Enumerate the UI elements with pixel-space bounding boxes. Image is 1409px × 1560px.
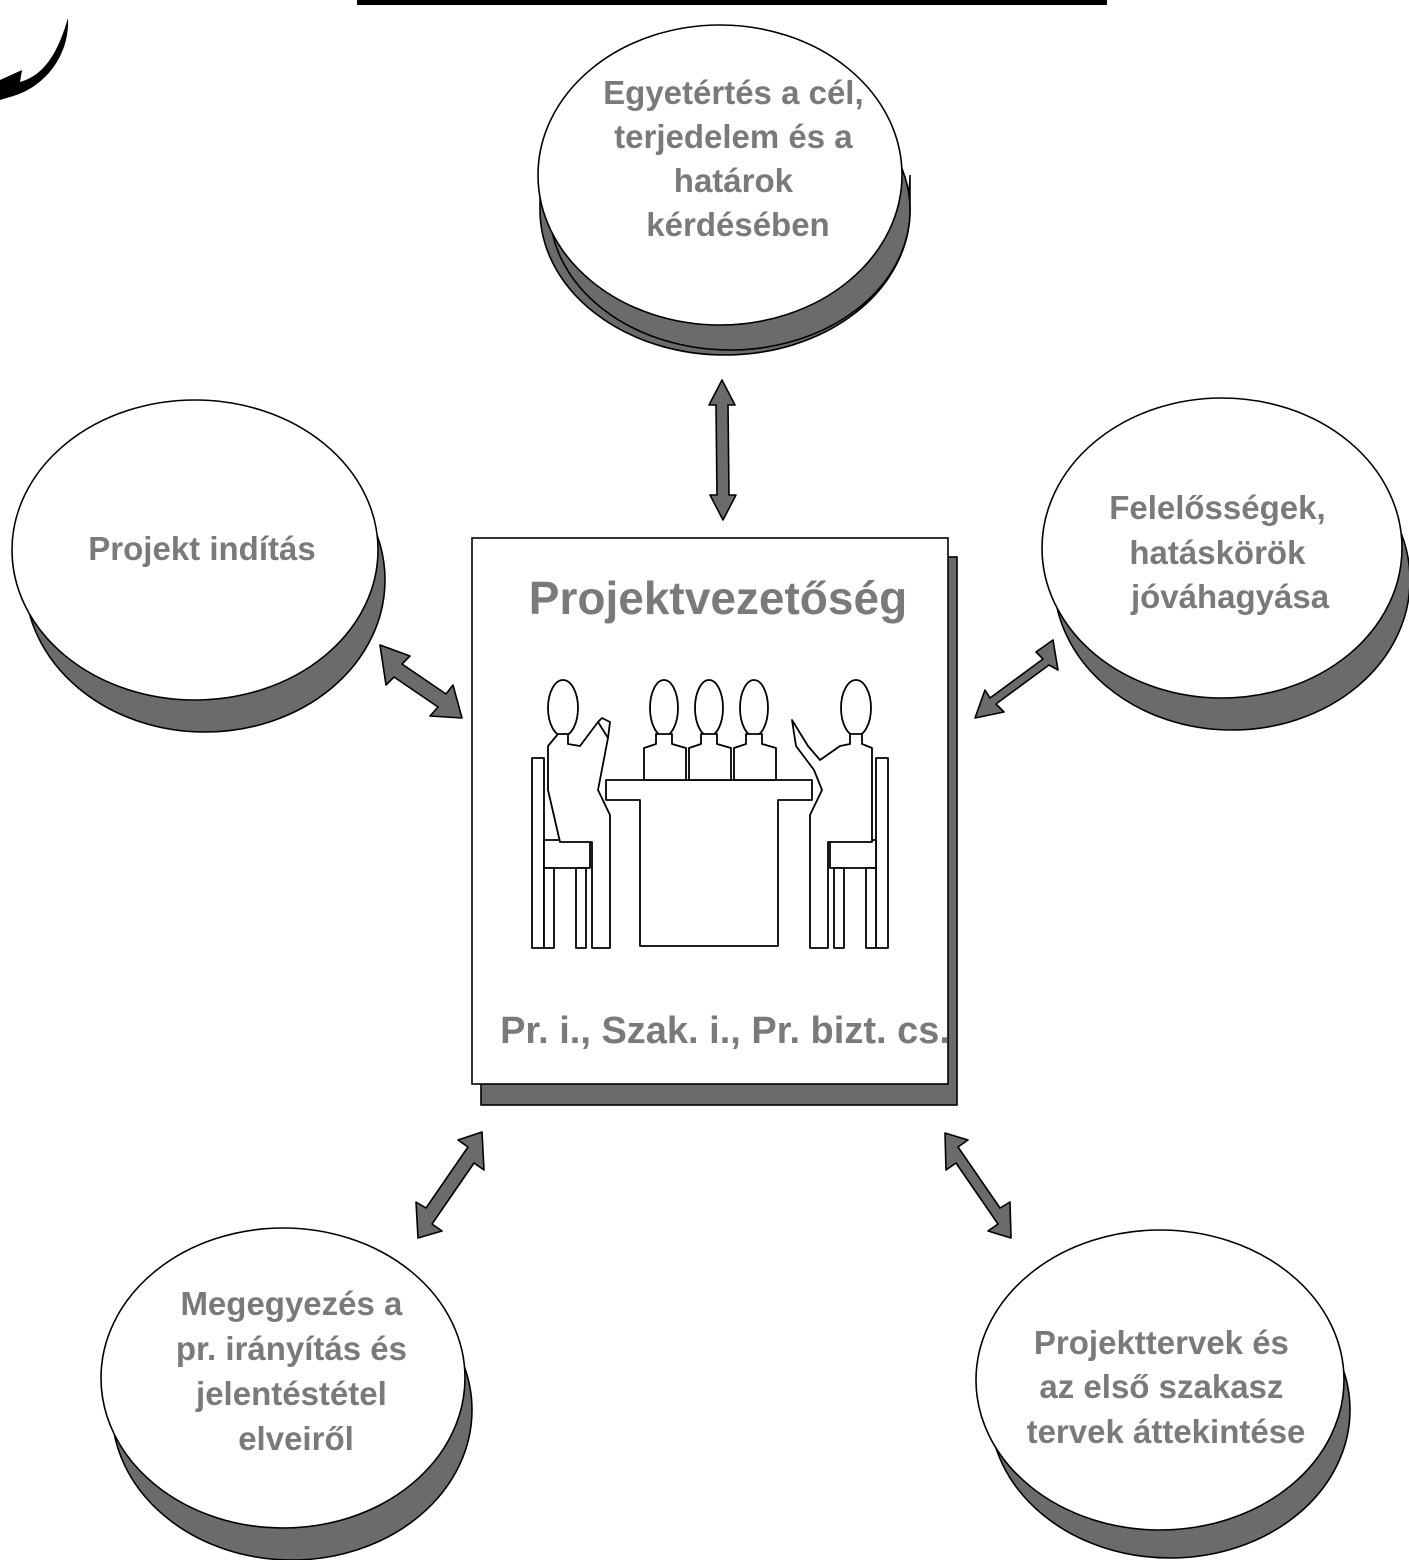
node-bottom-right: Projekttervek és az első szakasz tervek … (975, 1229, 1351, 1559)
arrow-top (708, 379, 737, 521)
center-title: Projektvezetőség (529, 572, 907, 624)
arrow-bottom-left (415, 1131, 485, 1239)
curved-arrow-icon (0, 18, 69, 100)
arrow-left (379, 644, 463, 719)
node-top: Egyetértés a cél, terjedelem és a határo… (537, 24, 911, 356)
node-left: Projekt indítás (11, 399, 386, 733)
node-top-label: Egyetértés a cél, terjedelem és a határo… (603, 74, 873, 243)
node-bottom-right-label: Projekttervek és az első szakasz tervek … (1027, 1324, 1306, 1450)
arrow-bottom-right (944, 1132, 1012, 1239)
center-box: Projektvezetőség (471, 537, 958, 1106)
center-subtitle: Pr. i., Szak. i., Pr. bizt. cs. (500, 1010, 950, 1052)
node-bottom-left: Megegyezés a pr. irányítás és jelentésté… (100, 1227, 473, 1560)
node-right-label: Felelősségek, hatáskörök jóváhagyása (1109, 489, 1335, 615)
node-bottom-left-label: Megegyezés a pr. irányítás és jelentésté… (176, 1285, 416, 1457)
top-rule (357, 0, 1107, 5)
node-right: Felelősségek, hatáskörök jóváhagyása (1041, 397, 1409, 731)
node-left-label: Projekt indítás (88, 530, 315, 567)
meeting-table-icon (531, 679, 889, 949)
arrow-right (974, 639, 1059, 719)
